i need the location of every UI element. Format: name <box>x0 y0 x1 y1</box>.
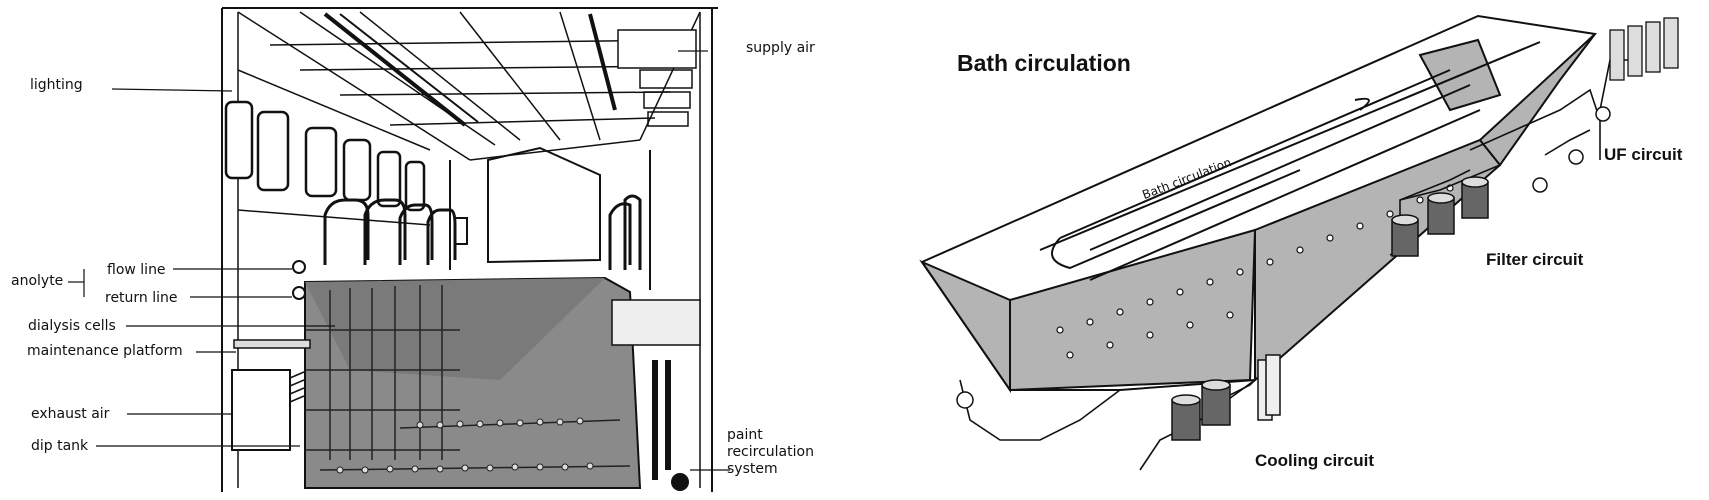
label-cooling-circuit: Cooling circuit <box>1255 451 1374 470</box>
label-dialysis-cells: dialysis cells <box>28 318 116 334</box>
label-supply-air: supply air <box>746 40 815 56</box>
label-lighting: lighting <box>30 77 83 93</box>
label-return-line: return line <box>105 290 178 306</box>
label-paint-recirculation-1: paint <box>727 427 763 443</box>
label-anolyte: anolyte <box>11 273 64 289</box>
bath-circulation-title: Bath circulation <box>957 50 1131 76</box>
label-paint-recirculation-2: recirculation <box>727 444 814 460</box>
label-filter-circuit: Filter circuit <box>1486 250 1584 269</box>
label-dip-tank: dip tank <box>31 438 89 454</box>
label-maintenance-platform: maintenance platform <box>27 343 183 359</box>
label-flow-line: flow line <box>107 262 166 278</box>
label-exhaust-air: exhaust air <box>31 406 110 422</box>
label-uf-circuit: UF circuit <box>1604 145 1683 164</box>
label-paint-recirculation-3: system <box>727 461 778 477</box>
